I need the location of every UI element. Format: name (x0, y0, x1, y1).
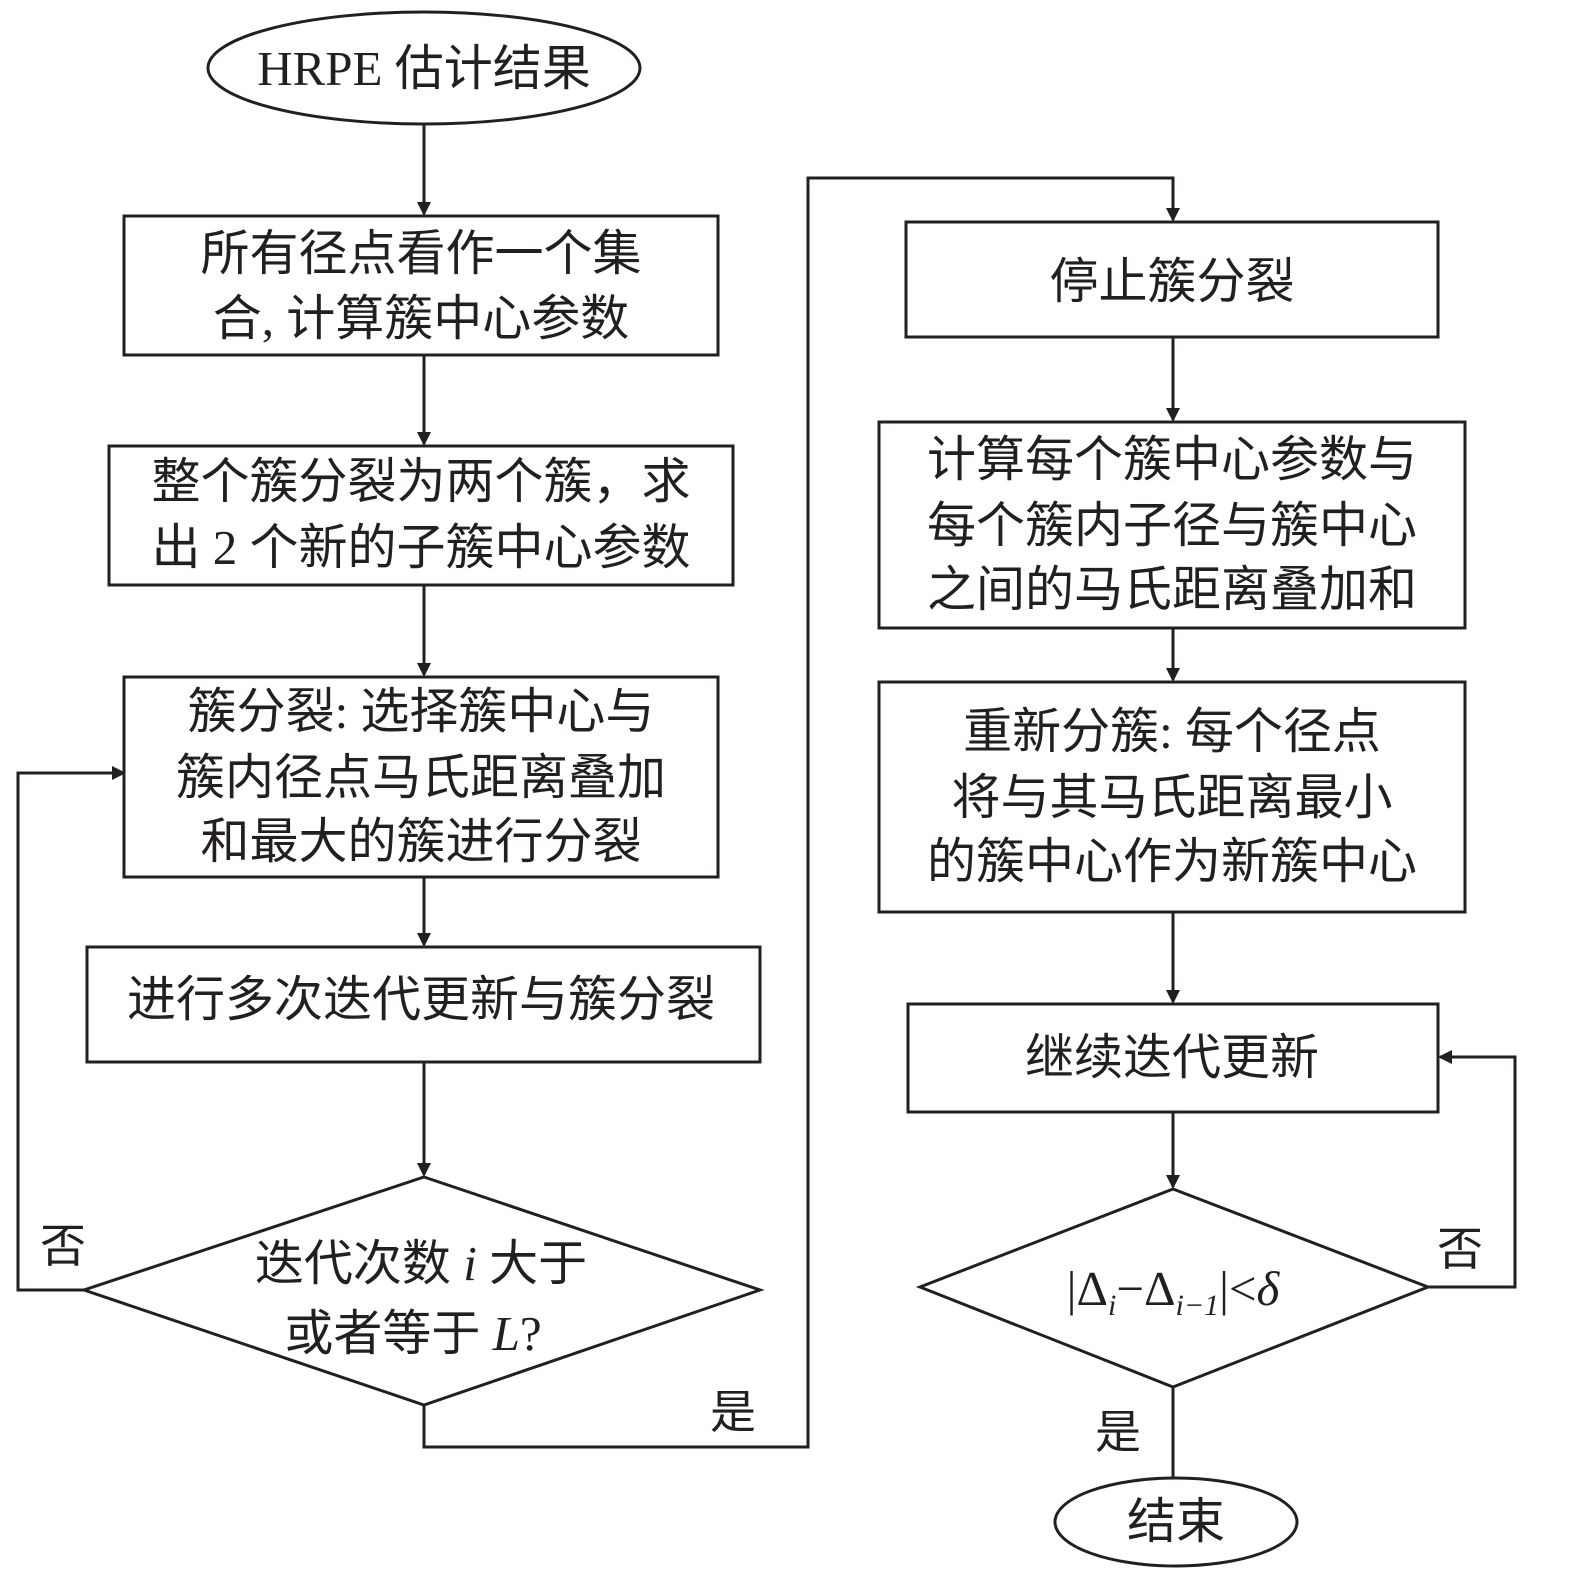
step4-node: 进行多次迭代更新与簇分裂 (85, 945, 762, 1064)
decision2-no-label: 否 (1437, 1224, 1483, 1275)
stop-node: 停止簇分裂 (904, 220, 1440, 339)
step3-line2: 簇内径点马氏距离叠加 (176, 750, 666, 805)
step1-line2: 合, 计算簇中心参数 (213, 291, 630, 346)
continue-label: 继续迭代更新 (1025, 1030, 1319, 1085)
step2-node: 整个簇分裂为两个簇，求 出 2 个新的子簇中心参数 (107, 444, 735, 587)
compute-line2: 每个簇内子径与簇中心 (927, 498, 1417, 553)
step2-line1: 整个簇分裂为两个簇，求 (151, 454, 690, 509)
step1-box (122, 214, 720, 357)
step2-line2: 出 2 个新的子簇中心参数 (151, 520, 690, 575)
decision1-node: 迭代次数 i 大于 或者等于 L? (79, 1175, 765, 1407)
start-label: HRPE 估计结果 (257, 41, 591, 96)
decision1-line2: 或者等于 L? (284, 1306, 541, 1361)
recluster-line3: 的簇中心作为新簇中心 (927, 834, 1417, 889)
arrow-decision1-no-loop (16, 766, 126, 1292)
decision2-yes-label: 是 (1095, 1407, 1141, 1458)
step3-box (122, 675, 720, 879)
compute-node: 计算每个簇中心参数与 每个簇内子径与簇中心 之间的马氏距离叠加和 (877, 420, 1467, 630)
decision1-diamond (79, 1175, 765, 1407)
step4-label: 进行多次迭代更新与簇分裂 (127, 972, 715, 1027)
step3-line3: 和最大的簇进行分裂 (200, 814, 641, 869)
compute-line3: 之间的马氏距离叠加和 (927, 562, 1417, 617)
decision1-no-label: 否 (40, 1221, 86, 1272)
recluster-node: 重新分簇: 每个径点 将与其马氏距离最小 的簇中心作为新簇中心 (877, 680, 1467, 914)
recluster-line1: 重新分簇: 每个径点 (963, 704, 1381, 759)
compute-box (877, 420, 1467, 630)
step3-line1: 簇分裂: 选择簇中心与 (188, 684, 655, 739)
stop-box (904, 220, 1440, 339)
recluster-box (877, 680, 1467, 914)
start-node: HRPE 估计结果 (206, 10, 642, 126)
end-ellipse (1053, 1476, 1299, 1568)
recluster-line2: 将与其马氏距离最小 (951, 770, 1392, 825)
start-ellipse (206, 10, 642, 126)
step1-node: 所有径点看作一个集 合, 计算簇中心参数 (122, 214, 720, 357)
decision1-yes-label: 是 (710, 1387, 756, 1438)
decision2-condition: |Δi−Δi−1|<δ (1067, 1261, 1281, 1322)
decision1-line1: 迭代次数 i 大于 (255, 1236, 587, 1291)
continue-box (906, 1002, 1440, 1114)
step3-node: 簇分裂: 选择簇中心与 簇内径点马氏距离叠加 和最大的簇进行分裂 (122, 675, 720, 879)
compute-line1: 计算每个簇中心参数与 (927, 432, 1417, 487)
connectors (16, 124, 1517, 1492)
decision2-diamond (915, 1187, 1433, 1389)
step1-line1: 所有径点看作一个集 (200, 226, 641, 281)
end-node: 结束 (1053, 1476, 1299, 1568)
step4-box (85, 945, 762, 1064)
arrow-decision1-yes-to-stop (422, 176, 1180, 1449)
end-label: 结束 (1127, 1494, 1225, 1549)
continue-node: 继续迭代更新 (906, 1002, 1440, 1114)
decision2-node: |Δi−Δi−1|<δ (915, 1187, 1433, 1389)
stop-label: 停止簇分裂 (1049, 254, 1294, 309)
step2-box (107, 444, 735, 587)
arrow-decision2-no-loop (1428, 1050, 1517, 1289)
